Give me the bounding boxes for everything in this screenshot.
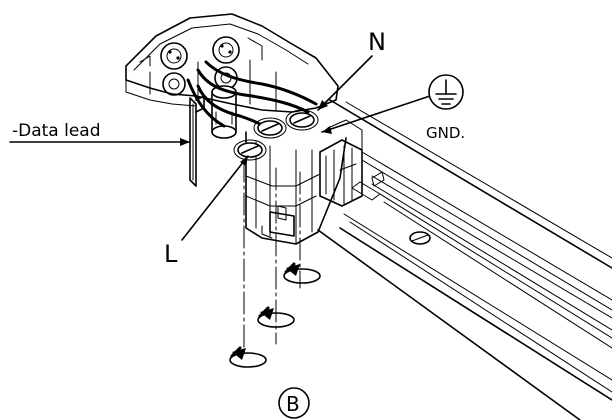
rotation-arrow-icon [229, 346, 267, 368]
connector-body [245, 119, 363, 245]
rotation-arrow-icon [257, 306, 295, 328]
data-lead-pin [189, 95, 205, 187]
leader-lines [9, 55, 431, 241]
live-label: L [164, 240, 178, 268]
view-marker [278, 387, 310, 419]
terminal-screws [233, 109, 319, 161]
supply-wires [186, 60, 318, 132]
ground-symbol-icon [428, 74, 464, 110]
ground-label: GND. [426, 124, 465, 142]
rotation-arrow-icon [283, 262, 321, 284]
rail-profile [317, 99, 612, 420]
neutral-label: N [368, 28, 386, 56]
neutral-leader [317, 55, 373, 111]
screw-axis-lines [243, 159, 301, 357]
ground-leader [321, 95, 431, 133]
terminal-housing [125, 13, 339, 139]
view-label: B [286, 392, 300, 416]
data-lead-label: -Data lead [12, 121, 101, 141]
live-leader [181, 155, 249, 241]
